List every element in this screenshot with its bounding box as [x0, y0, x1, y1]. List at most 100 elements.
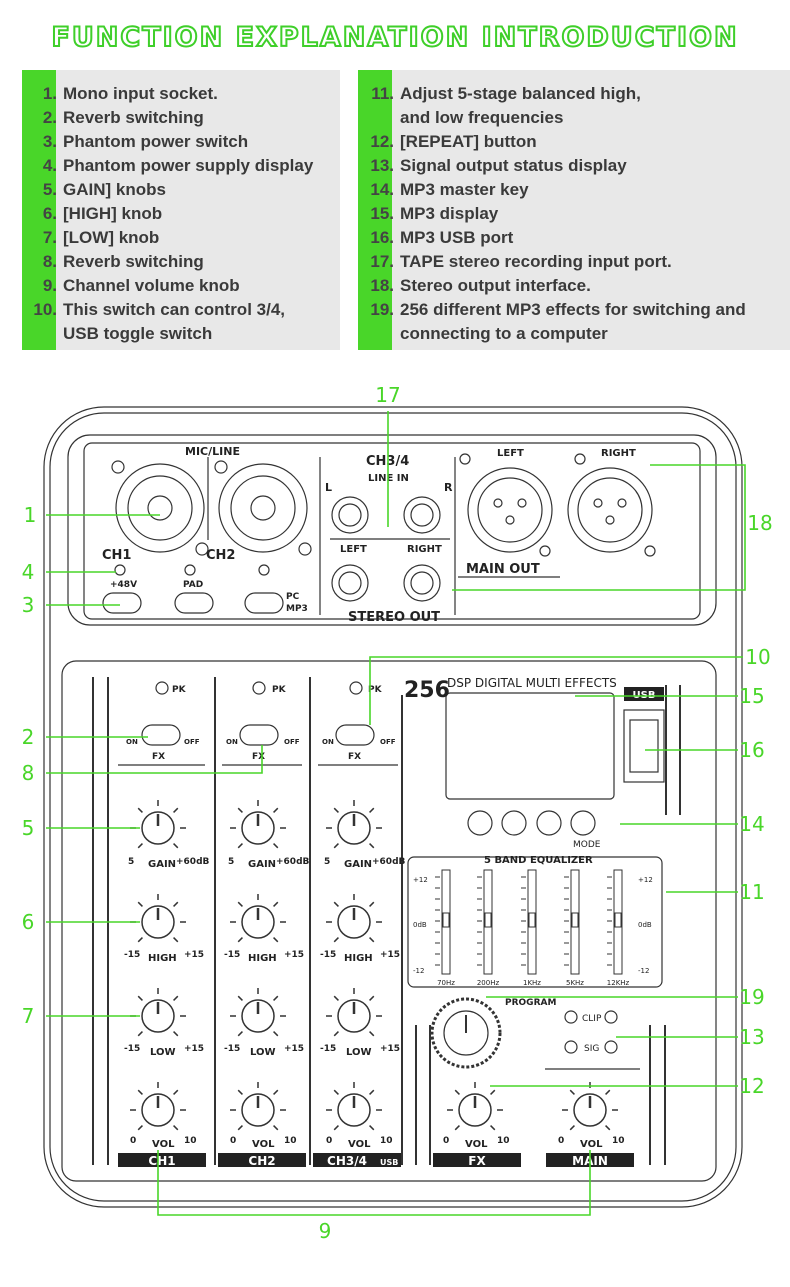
item-text: and low frequencies [400, 108, 564, 127]
low-label: LOW [150, 1047, 176, 1058]
callout-8: 8 [22, 745, 263, 785]
item-text: Channel volume knob [63, 276, 240, 295]
low-max-label: +15 [284, 1044, 304, 1054]
pk-led-ch1 [155, 681, 169, 695]
program-knob [430, 997, 502, 1069]
item-number: 19. [370, 300, 394, 319]
sig-led-l [564, 1040, 578, 1054]
callout-number: 18 [747, 511, 772, 535]
page-title: FUNCTION EXPLANATION INTRODUCTION [50, 21, 739, 54]
line-in-l-label: L [325, 481, 332, 494]
eq-band-label: 12KHz [607, 979, 630, 987]
high-min-label: -15 [124, 950, 140, 960]
eq-plus-label: +12 [413, 876, 428, 884]
low-min-label: -15 [224, 1044, 240, 1054]
pk-led-ch2 [252, 681, 266, 695]
list-item: 6. [HIGH] knob [43, 202, 163, 226]
item-text: Adjust 5-stage balanced high, [400, 84, 641, 103]
item-text: [REPEAT] button [400, 132, 537, 151]
high-knob-ch3 [326, 894, 382, 943]
eq-minus-label-r: -12 [638, 967, 649, 975]
eq-zero-label-r: 0dB [638, 921, 652, 929]
callout-number: 5 [22, 816, 35, 840]
low-label: LOW [346, 1047, 372, 1058]
callout-number: 6 [22, 910, 35, 934]
list-item: 19.256 different MP3 effects for switchi… [370, 298, 745, 322]
callout-number: 9 [319, 1219, 332, 1243]
main-out-right-xlr [567, 467, 653, 553]
strip-fx-label: FX [468, 1154, 486, 1168]
item-number: 6. [42, 204, 57, 223]
fx-on-label: ON [226, 738, 238, 746]
high-label: HIGH [248, 953, 277, 964]
list-item: and low frequencies [400, 106, 563, 130]
pad-label: PAD [183, 580, 203, 590]
item-number: 9. [42, 276, 57, 295]
high-label: HIGH [148, 953, 177, 964]
item-number: 18. [370, 276, 394, 295]
list-item: connecting to a computer [400, 322, 608, 346]
pc-mp3-switch [244, 592, 284, 614]
callout-3: 3 [22, 593, 120, 617]
low-min-label: -15 [124, 1044, 140, 1054]
fx-label: FX [152, 752, 165, 762]
callout-6: 6 [22, 910, 140, 934]
right-list [358, 70, 790, 350]
eq-band-label: 70Hz [437, 979, 455, 987]
pc-label: PC [286, 592, 300, 602]
next-button [536, 810, 562, 836]
high-knob-ch2 [230, 894, 286, 943]
list-item: 4. Phantom power supply display [43, 154, 314, 178]
clip-led-r [604, 1010, 618, 1024]
list-item: 17.TAPE stereo recording input port. [370, 250, 671, 274]
callout-15: 15 [575, 684, 765, 708]
left-number-column [22, 70, 56, 350]
item-text: Signal output status display [400, 156, 627, 175]
item-number: 10. [33, 300, 57, 319]
mic-line-label: MIC/LINE [185, 445, 240, 458]
strip-usb-label: USB [380, 1158, 398, 1167]
gain-max-label: +60dB [276, 857, 310, 867]
eq-band-label: 200Hz [477, 979, 500, 987]
vol-knob-ch2 [230, 1082, 286, 1131]
ch1-combo-jack [115, 463, 205, 553]
mp3-label: MP3 [286, 604, 308, 614]
item-number: 14. [370, 180, 394, 199]
gain-min-label: 5 [324, 857, 330, 867]
item-number: 16. [370, 228, 394, 247]
list-item: 3.Phantom power switch [43, 130, 248, 154]
list-item: 12. [REPEAT] button [370, 130, 537, 154]
gain-min-label: 5 [128, 857, 134, 867]
high-label: HIGH [344, 953, 373, 964]
fx-vol-knob [447, 1082, 503, 1131]
gain-label: GAIN [248, 859, 276, 870]
item-number: 12. [370, 132, 394, 151]
fx-off-label: OFF [184, 738, 200, 746]
strip-ch34-bar [313, 1153, 401, 1167]
dsp-title: DSP DIGITAL MULTI EFFECTS [447, 676, 617, 690]
line-in-r-jack [403, 496, 441, 534]
pk-led-ch34 [349, 681, 363, 695]
fx-switch-ch1 [141, 724, 181, 746]
item-text: [HIGH] knob [63, 204, 163, 223]
item-number: 4. [42, 156, 57, 175]
eq-slider-200Hz [477, 869, 493, 975]
sig-label: SIG [584, 1044, 599, 1054]
vol-label: VOL [252, 1139, 275, 1150]
item-number: 8. [42, 252, 57, 271]
item-number: 15. [370, 204, 394, 223]
gain-min-label: 5 [228, 857, 234, 867]
usb-badge [624, 687, 664, 701]
item-text: Phantom power supply display [63, 156, 314, 175]
eq-title: 5 BAND EQUALIZER [484, 855, 593, 866]
callout-number: 2 [22, 725, 35, 749]
list-item: 14.MP3 master key [370, 178, 528, 202]
gain-knob-ch2 [230, 800, 286, 849]
dsp-number: 256 [404, 678, 450, 703]
gain-max-label: +60dB [176, 857, 210, 867]
item-text: Mono input socket. [63, 84, 218, 103]
stereo-out-l-jack [331, 564, 369, 602]
main-out-left-xlr [467, 467, 553, 553]
fx-on-label: ON [322, 738, 334, 746]
high-max-label: +15 [380, 950, 400, 960]
